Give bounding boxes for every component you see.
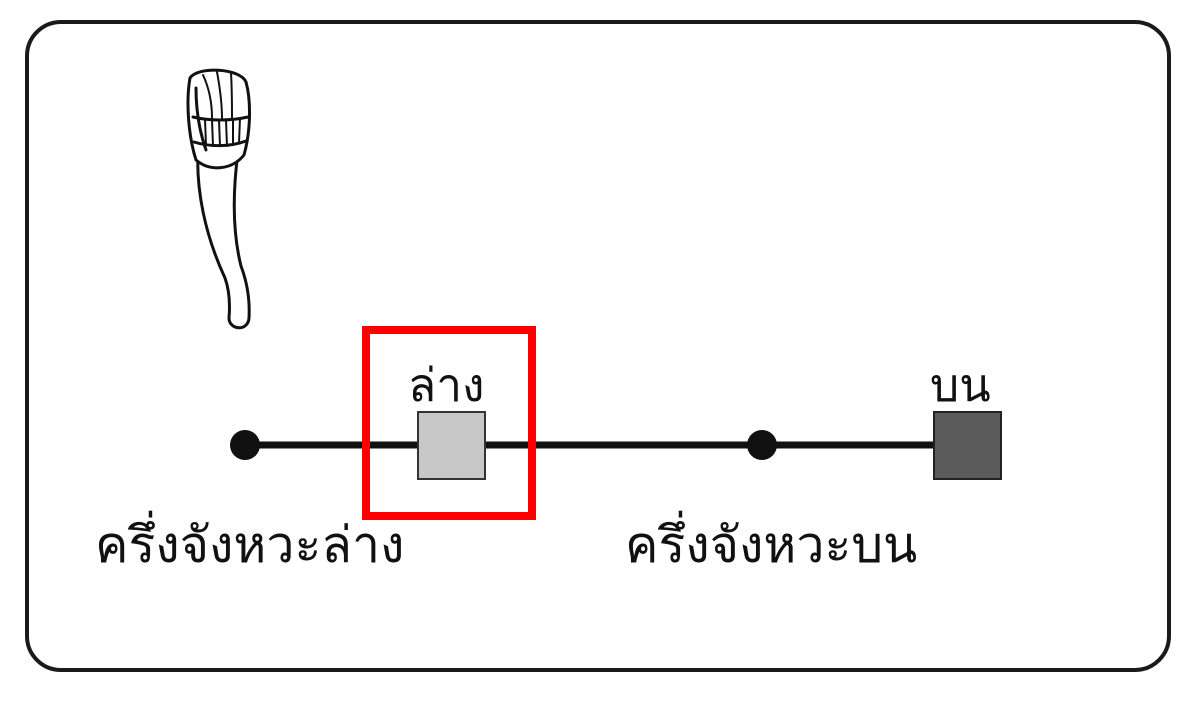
up-position-marker [933, 411, 1002, 480]
low-position-label: ล่าง [408, 358, 485, 412]
low-position-marker [417, 411, 486, 480]
highlight-box [362, 326, 536, 520]
up-position-label: บน [930, 358, 991, 412]
half-step-up-dot [747, 430, 777, 460]
half-step-low-dot [230, 430, 260, 460]
shift-lever-icon [186, 68, 252, 330]
half-step-up-label: ครึ่งจังหวะบน [625, 516, 918, 574]
half-step-low-label: ครึ่งจังหวะล่าง [95, 516, 405, 574]
diagram-frame [25, 20, 1171, 672]
